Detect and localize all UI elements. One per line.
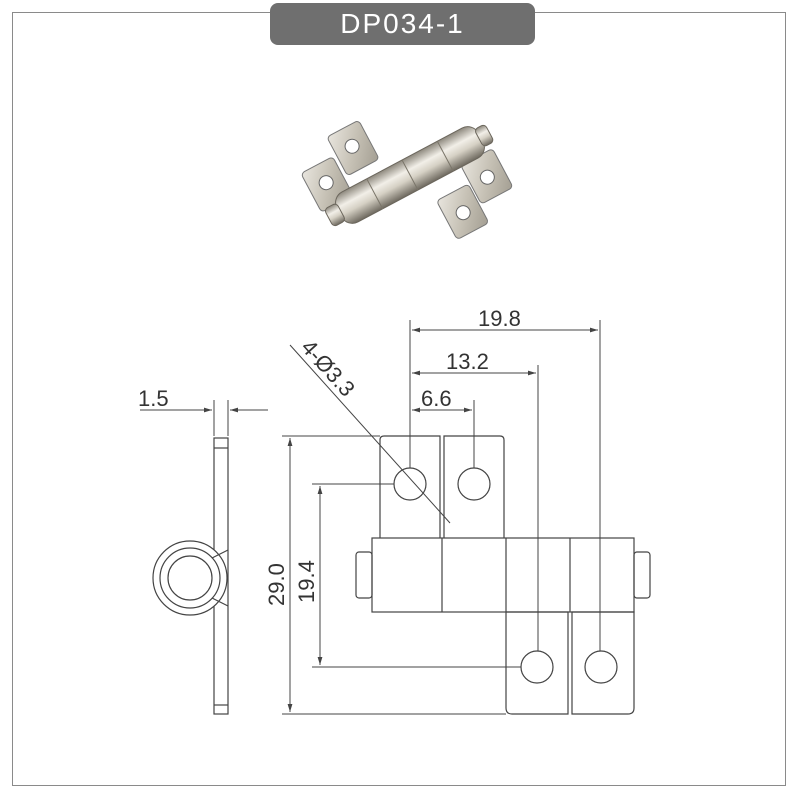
front-dimension-lines [282,320,601,715]
model-title-badge: DP034-1 [270,3,535,45]
hole-spacing-label: 6.6 [421,386,452,411]
thickness-dimension [140,400,268,436]
overall-height-label: 29.0 [264,563,289,606]
mid-width-label: 13.2 [446,349,489,374]
overall-width-label: 19.8 [478,306,521,331]
side-view [152,437,229,715]
hole-vertical-label: 19.4 [294,560,319,603]
thickness-label: 1.5 [138,386,169,411]
hinge-product-photo [301,121,513,239]
hole-callout-label: 4-Ø3.3 [296,335,360,402]
front-view [355,435,651,715]
